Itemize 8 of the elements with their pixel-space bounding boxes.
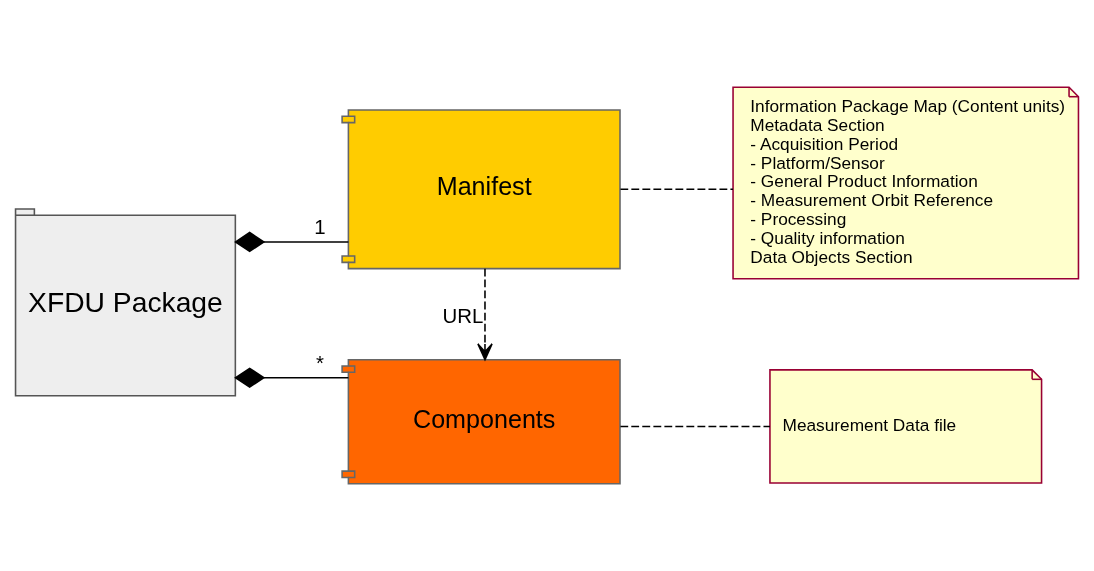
connector [234, 231, 350, 253]
edge-label: * [315, 351, 324, 374]
connector [234, 367, 350, 389]
edge-label: URL [442, 304, 484, 327]
connector [619, 425, 771, 428]
arrow [477, 267, 493, 361]
edge-label: 1 [314, 216, 326, 238]
connector [619, 188, 734, 191]
